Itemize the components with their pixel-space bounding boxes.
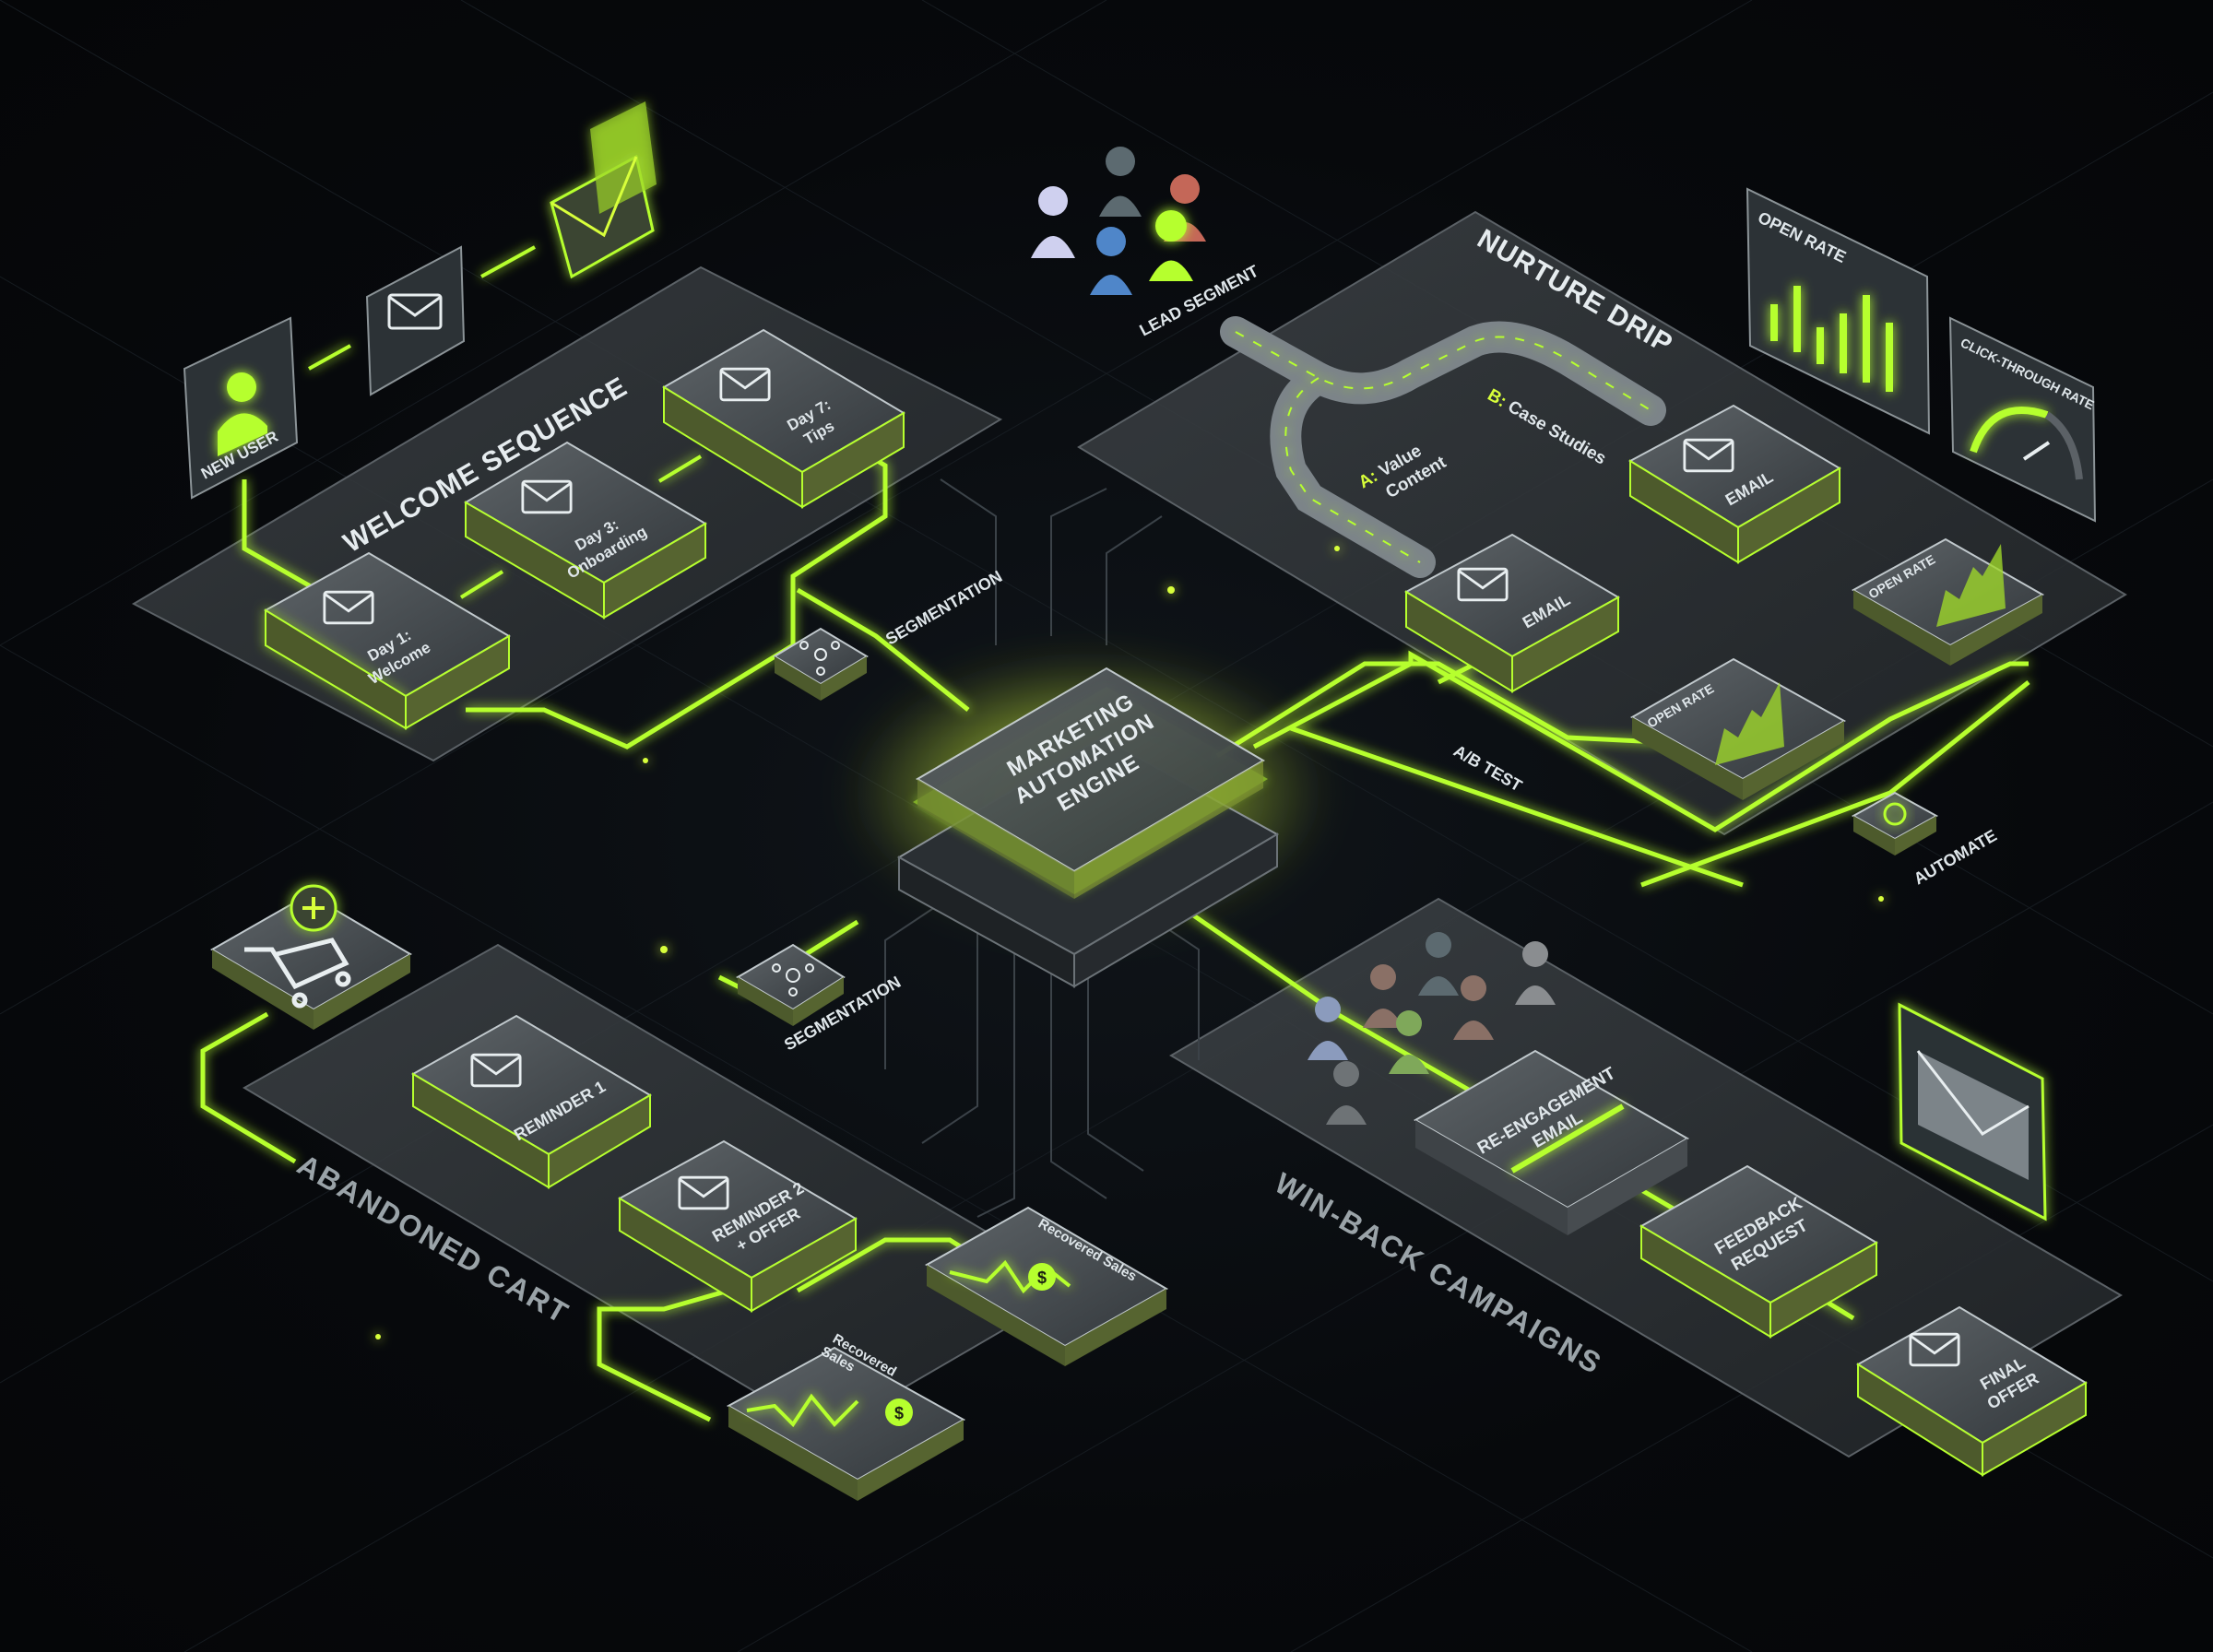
winback-envelope-card	[1898, 1002, 2047, 1221]
reminder1-tile[interactable]: REMINDER 1	[410, 1014, 652, 1189]
gear-icon	[1883, 802, 1907, 826]
person-icon	[1149, 210, 1193, 281]
person-icon	[1389, 1010, 1429, 1074]
winback-people	[1308, 932, 1556, 1125]
person-icon	[1090, 227, 1132, 295]
new-user-card[interactable]: NEW USER	[183, 316, 299, 500]
dollar-glyph: $	[1037, 1268, 1047, 1287]
lead-segment-people: LEAD SEGMENT	[1031, 147, 1261, 340]
reminder2-offer-tile[interactable]: REMINDER 2 + OFFER	[617, 1139, 858, 1313]
segmentation-label-top: SEGMENTATION	[882, 567, 1005, 648]
person-icon	[1453, 975, 1494, 1040]
person-icon	[1099, 147, 1142, 217]
shopping-cart-icon	[244, 938, 351, 1009]
welcome-arrows	[308, 245, 536, 371]
person-icon	[1308, 997, 1348, 1060]
day3-onboarding-tile[interactable]: Day 3: Onboarding	[464, 441, 707, 620]
marketing-automation-engine[interactable]: MARKETING AUTOMATION ENGINE	[848, 655, 1328, 988]
nurture-email-tile-2[interactable]: EMAIL	[1403, 533, 1621, 693]
segmentation-node-bottom[interactable]: SEGMENTATION	[736, 943, 904, 1054]
user-icon	[227, 372, 256, 402]
re-engagement-email-tile[interactable]: RE-ENGAGEMENT EMAIL	[1413, 1049, 1690, 1235]
day1-welcome-tile[interactable]: Day 1: Welcome	[264, 551, 511, 730]
feedback-request-tile[interactable]: FEEDBACK REQUEST	[1639, 1164, 1878, 1339]
segmentation-icon	[772, 963, 814, 997]
welcome-flow-arrows	[459, 454, 703, 599]
recovered-sales-card-1[interactable]: $ Recovered Sales	[924, 1206, 1169, 1366]
email-card[interactable]	[365, 245, 466, 396]
ctr-gauge-icon	[1970, 407, 2049, 454]
cart-icon-card[interactable]	[210, 884, 412, 1030]
person-icon	[1031, 186, 1075, 258]
segmentation-icon	[799, 641, 840, 676]
open-envelope	[550, 101, 657, 279]
person-icon	[1418, 932, 1459, 996]
open-rate-metric-panel[interactable]: OPEN RATE	[1746, 187, 1931, 435]
person-icon	[1515, 941, 1556, 1005]
open-rate-bars	[1770, 286, 1893, 392]
open-rate-card-1[interactable]: OPEN RATE	[1851, 537, 2045, 666]
nurture-email-tile-1[interactable]: EMAIL	[1627, 404, 1841, 564]
person-icon	[1326, 1061, 1367, 1125]
envelope-icon	[1916, 1050, 2030, 1136]
final-offer-tile[interactable]: FINAL OFFER	[1856, 1305, 2088, 1477]
particles	[375, 546, 1884, 1339]
person-icon	[1363, 964, 1403, 1028]
dollar-glyph: $	[894, 1404, 904, 1422]
dollar-icon	[885, 1398, 913, 1426]
day7-tips-tile[interactable]: Day 7: Tips	[662, 328, 905, 509]
click-through-rate-panel[interactable]: CLICK-THROUGH RATE	[1948, 316, 2097, 523]
open-rate-card-2[interactable]: OPEN RATE	[1629, 657, 1847, 800]
circuit-traces	[884, 478, 1200, 1218]
ab-split-road	[1220, 316, 1666, 578]
dollar-icon	[1028, 1263, 1056, 1291]
automate-node[interactable]: AUTOMATE	[1851, 791, 2000, 888]
